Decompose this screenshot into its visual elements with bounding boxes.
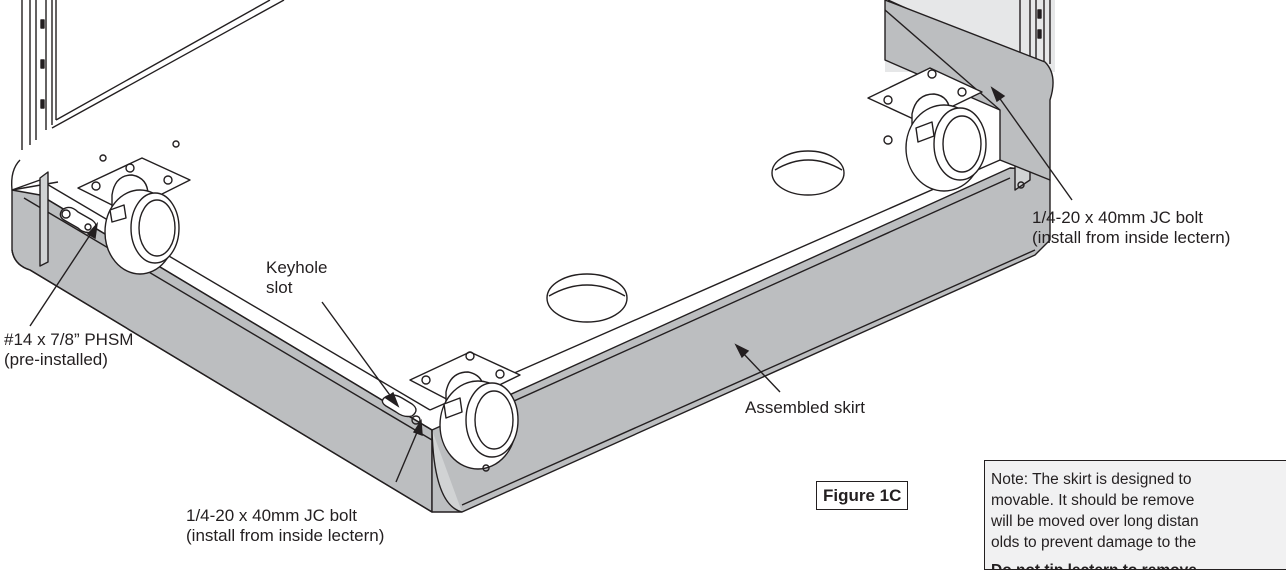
callout-bottom-bolt-line1: 1/4-20 x 40mm JC bolt	[186, 506, 358, 525]
note-line-1: Note: The skirt is designed to	[991, 471, 1192, 488]
callout-bottom-bolt-line2: (install from inside lectern)	[186, 526, 385, 545]
bolt-right-rear	[1017, 181, 1025, 189]
callout-skirt-line1: Assembled skirt	[745, 398, 865, 417]
skirt-right-face	[431, 149, 1051, 513]
left-upright	[21, 0, 57, 150]
left-panel	[51, 0, 285, 129]
leader-bottom-bolt	[395, 418, 423, 483]
callout-keyhole: Keyhole slot	[266, 258, 327, 298]
callout-phsm-line2: (pre-installed)	[4, 350, 108, 369]
note-line-4: olds to prevent damage to the	[991, 534, 1197, 551]
caster-left	[77, 154, 191, 275]
lectern-base-diagram	[10, 0, 1073, 513]
leader-keyhole	[321, 301, 400, 408]
leader-top-right-bolt	[990, 86, 1073, 201]
screw-hole-left	[172, 140, 180, 148]
leader-phsm	[29, 221, 99, 327]
callout-skirt: Assembled skirt	[745, 398, 865, 418]
callout-phsm-line1: #14 x 7/8” PHSM	[4, 330, 134, 349]
callout-keyhole-line1: Keyhole	[266, 258, 328, 277]
note-warning: Do not tip lectern to remove	[991, 560, 1286, 569]
figure-label: Figure 1C	[816, 481, 909, 510]
callout-keyhole-line2: slot	[266, 278, 293, 297]
callout-bottom-bolt: 1/4-20 x 40mm JC bolt (install from insi…	[186, 506, 384, 546]
callout-top-right-bolt: 1/4-20 x 40mm JC bolt (install from insi…	[1032, 208, 1230, 248]
note-box: Note: The skirt is designed to movable. …	[984, 460, 1286, 570]
caster-right	[867, 67, 987, 192]
callout-top-right-bolt-line1: 1/4-20 x 40mm JC bolt	[1032, 208, 1204, 227]
bolt-bottom-right	[482, 464, 490, 472]
callout-top-right-bolt-line2: (install from inside lectern)	[1032, 228, 1231, 247]
note-line-3: will be moved over long distan	[991, 513, 1199, 530]
callout-phsm: #14 x 7/8” PHSM (pre-installed)	[4, 330, 133, 370]
leader-skirt	[734, 343, 781, 393]
note-line-2: movable. It should be remove	[991, 492, 1195, 509]
caster-bottom	[409, 351, 521, 470]
cable-cutouts	[546, 150, 845, 323]
